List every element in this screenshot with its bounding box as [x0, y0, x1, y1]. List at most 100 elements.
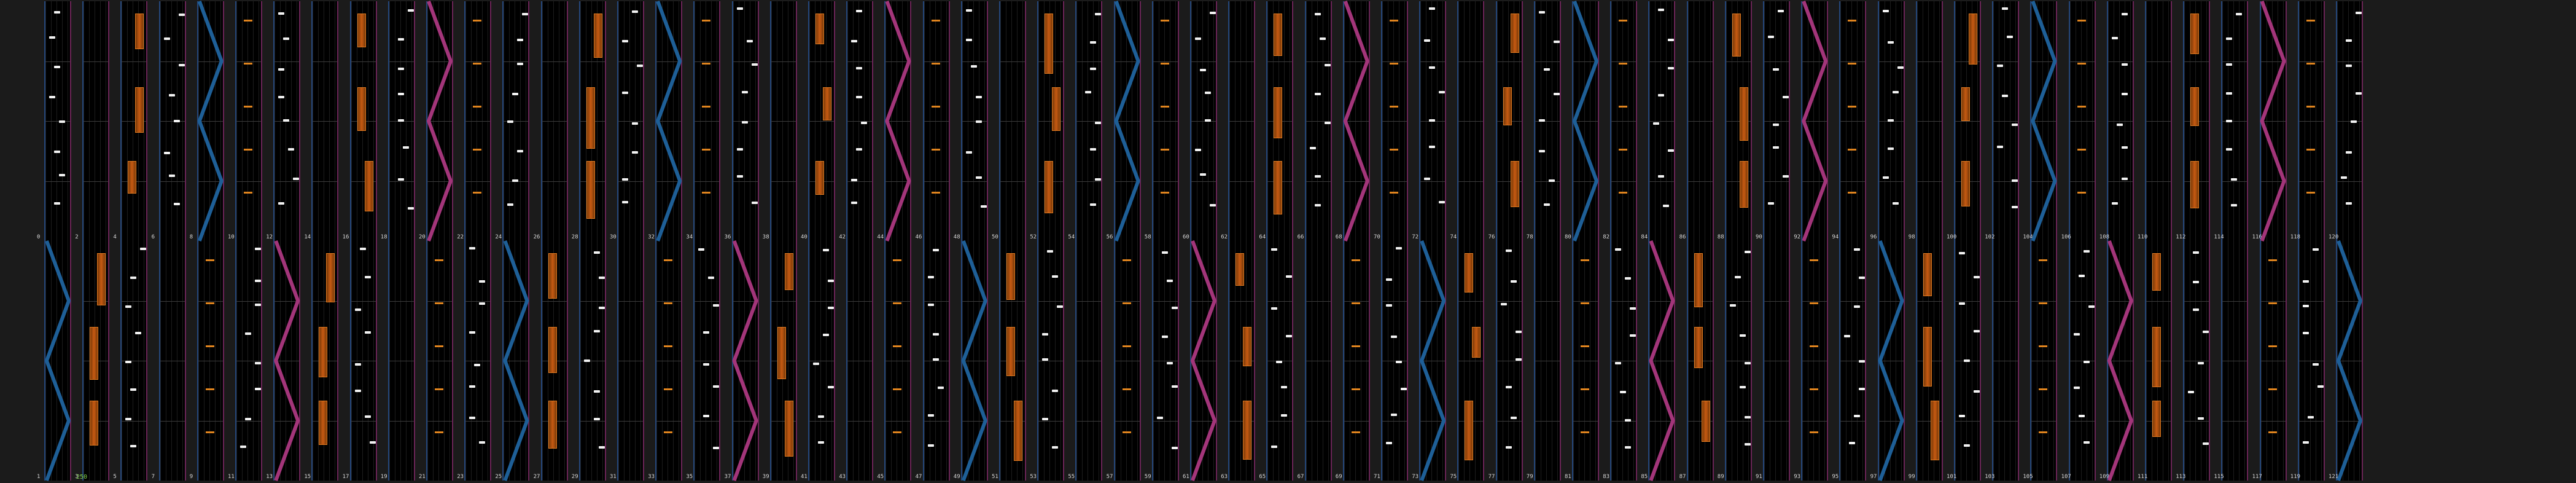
measure-lane[interactable] [884, 241, 912, 481]
measure-lane[interactable] [1686, 241, 1714, 481]
measure-lane[interactable] [2297, 241, 2325, 481]
measure-lane[interactable] [693, 241, 721, 481]
measure-lane[interactable] [1801, 241, 1829, 481]
measure-lane[interactable] [808, 241, 835, 481]
measure-lane[interactable] [1190, 241, 1217, 481]
measure-lane[interactable] [1648, 241, 1676, 481]
measure-lane[interactable] [1877, 1, 1905, 241]
measure-lane[interactable] [2336, 241, 2363, 481]
measure-lane[interactable] [273, 1, 301, 241]
measure-lane[interactable] [1839, 241, 1867, 481]
measure-lane[interactable] [1610, 241, 1638, 481]
measure-lane[interactable] [1266, 241, 1294, 481]
measure-lane[interactable] [999, 1, 1026, 241]
measure-lane[interactable] [2259, 241, 2287, 481]
measure-lane[interactable] [1151, 241, 1179, 481]
measure-lane[interactable] [1075, 1, 1103, 241]
measure-lane[interactable] [158, 241, 186, 481]
measure-lane[interactable] [2030, 1, 2058, 241]
measure-lane[interactable] [2221, 241, 2249, 481]
measure-lane[interactable] [349, 241, 377, 481]
measure-lane[interactable] [120, 1, 148, 241]
measure-lane[interactable] [540, 1, 568, 241]
measure-lane[interactable] [731, 1, 759, 241]
measure-lane[interactable] [1342, 241, 1370, 481]
measure-lane[interactable] [158, 1, 186, 241]
measure-lane[interactable] [693, 1, 721, 241]
measure-lane[interactable] [2297, 1, 2325, 241]
measure-lane[interactable] [922, 241, 950, 481]
measure-lane[interactable] [1342, 1, 1370, 241]
measure-lane[interactable] [2183, 1, 2211, 241]
measure-lane[interactable] [2145, 1, 2172, 241]
measure-lane[interactable] [311, 241, 339, 481]
measure-lane[interactable] [1228, 1, 1256, 241]
measure-lane[interactable] [1075, 241, 1103, 481]
measure-lane[interactable] [655, 1, 683, 241]
measure-lane[interactable] [960, 241, 988, 481]
measure-lane[interactable] [2336, 1, 2363, 241]
measure-lane[interactable] [1533, 241, 1561, 481]
measure-lane[interactable] [1419, 1, 1447, 241]
measure-lane[interactable] [1915, 1, 1943, 241]
measure-lane[interactable] [846, 1, 874, 241]
measure-lane[interactable] [349, 1, 377, 241]
measure-lane[interactable] [197, 1, 224, 241]
measure-lane[interactable] [1915, 241, 1943, 481]
measure-lane[interactable] [2259, 1, 2287, 241]
measure-lane[interactable] [426, 1, 453, 241]
measure-lane[interactable] [617, 1, 644, 241]
measure-lane[interactable] [1954, 241, 1981, 481]
measure-lane[interactable] [44, 1, 71, 241]
measure-lane[interactable] [999, 241, 1026, 481]
measure-lane[interactable] [1572, 1, 1599, 241]
measure-lane[interactable] [1457, 241, 1485, 481]
measure-lane[interactable] [1992, 1, 2020, 241]
measure-lane[interactable] [1801, 1, 1829, 241]
measure-lane[interactable] [1877, 241, 1905, 481]
measure-lane[interactable] [1381, 241, 1408, 481]
measure-lane[interactable] [2221, 1, 2249, 241]
measure-lane[interactable] [235, 1, 262, 241]
measure-lane[interactable] [1495, 241, 1523, 481]
measure-lane[interactable] [464, 241, 492, 481]
measure-lane[interactable] [2068, 241, 2096, 481]
measure-lane[interactable] [1304, 241, 1332, 481]
measure-lane[interactable] [1572, 241, 1599, 481]
measure-lane[interactable] [1495, 1, 1523, 241]
measure-lane[interactable] [1724, 241, 1752, 481]
measure-lane[interactable] [1037, 241, 1065, 481]
measure-lane[interactable] [235, 241, 262, 481]
measure-lane[interactable] [464, 1, 492, 241]
measure-lane[interactable] [655, 241, 683, 481]
measure-lane[interactable] [1724, 1, 1752, 241]
measure-lane[interactable] [1992, 241, 2020, 481]
measure-lane[interactable] [2145, 241, 2172, 481]
measure-lane[interactable] [1419, 241, 1447, 481]
measure-lane[interactable] [1037, 1, 1065, 241]
measure-lane[interactable] [82, 241, 110, 481]
measure-lane[interactable] [1686, 1, 1714, 241]
measure-lane[interactable] [1648, 1, 1676, 241]
measure-lane[interactable] [617, 241, 644, 481]
measure-lane[interactable] [273, 241, 301, 481]
measure-lane[interactable] [960, 1, 988, 241]
measure-lane[interactable] [884, 1, 912, 241]
measure-lane[interactable] [769, 241, 797, 481]
measure-lane[interactable] [2106, 1, 2134, 241]
measure-lane[interactable] [2030, 241, 2058, 481]
measure-lane[interactable] [387, 1, 415, 241]
measure-lane[interactable] [1839, 1, 1867, 241]
measure-lane[interactable] [82, 1, 110, 241]
measure-lane[interactable] [502, 1, 530, 241]
measure-lane[interactable] [1190, 1, 1217, 241]
measure-lane[interactable] [808, 1, 835, 241]
measure-lane[interactable] [502, 241, 530, 481]
measure-lane[interactable] [769, 1, 797, 241]
measure-lane[interactable] [120, 241, 148, 481]
measure-lane[interactable] [731, 241, 759, 481]
measure-lane[interactable] [1610, 1, 1638, 241]
measure-lane[interactable] [311, 1, 339, 241]
measure-lane[interactable] [1151, 1, 1179, 241]
